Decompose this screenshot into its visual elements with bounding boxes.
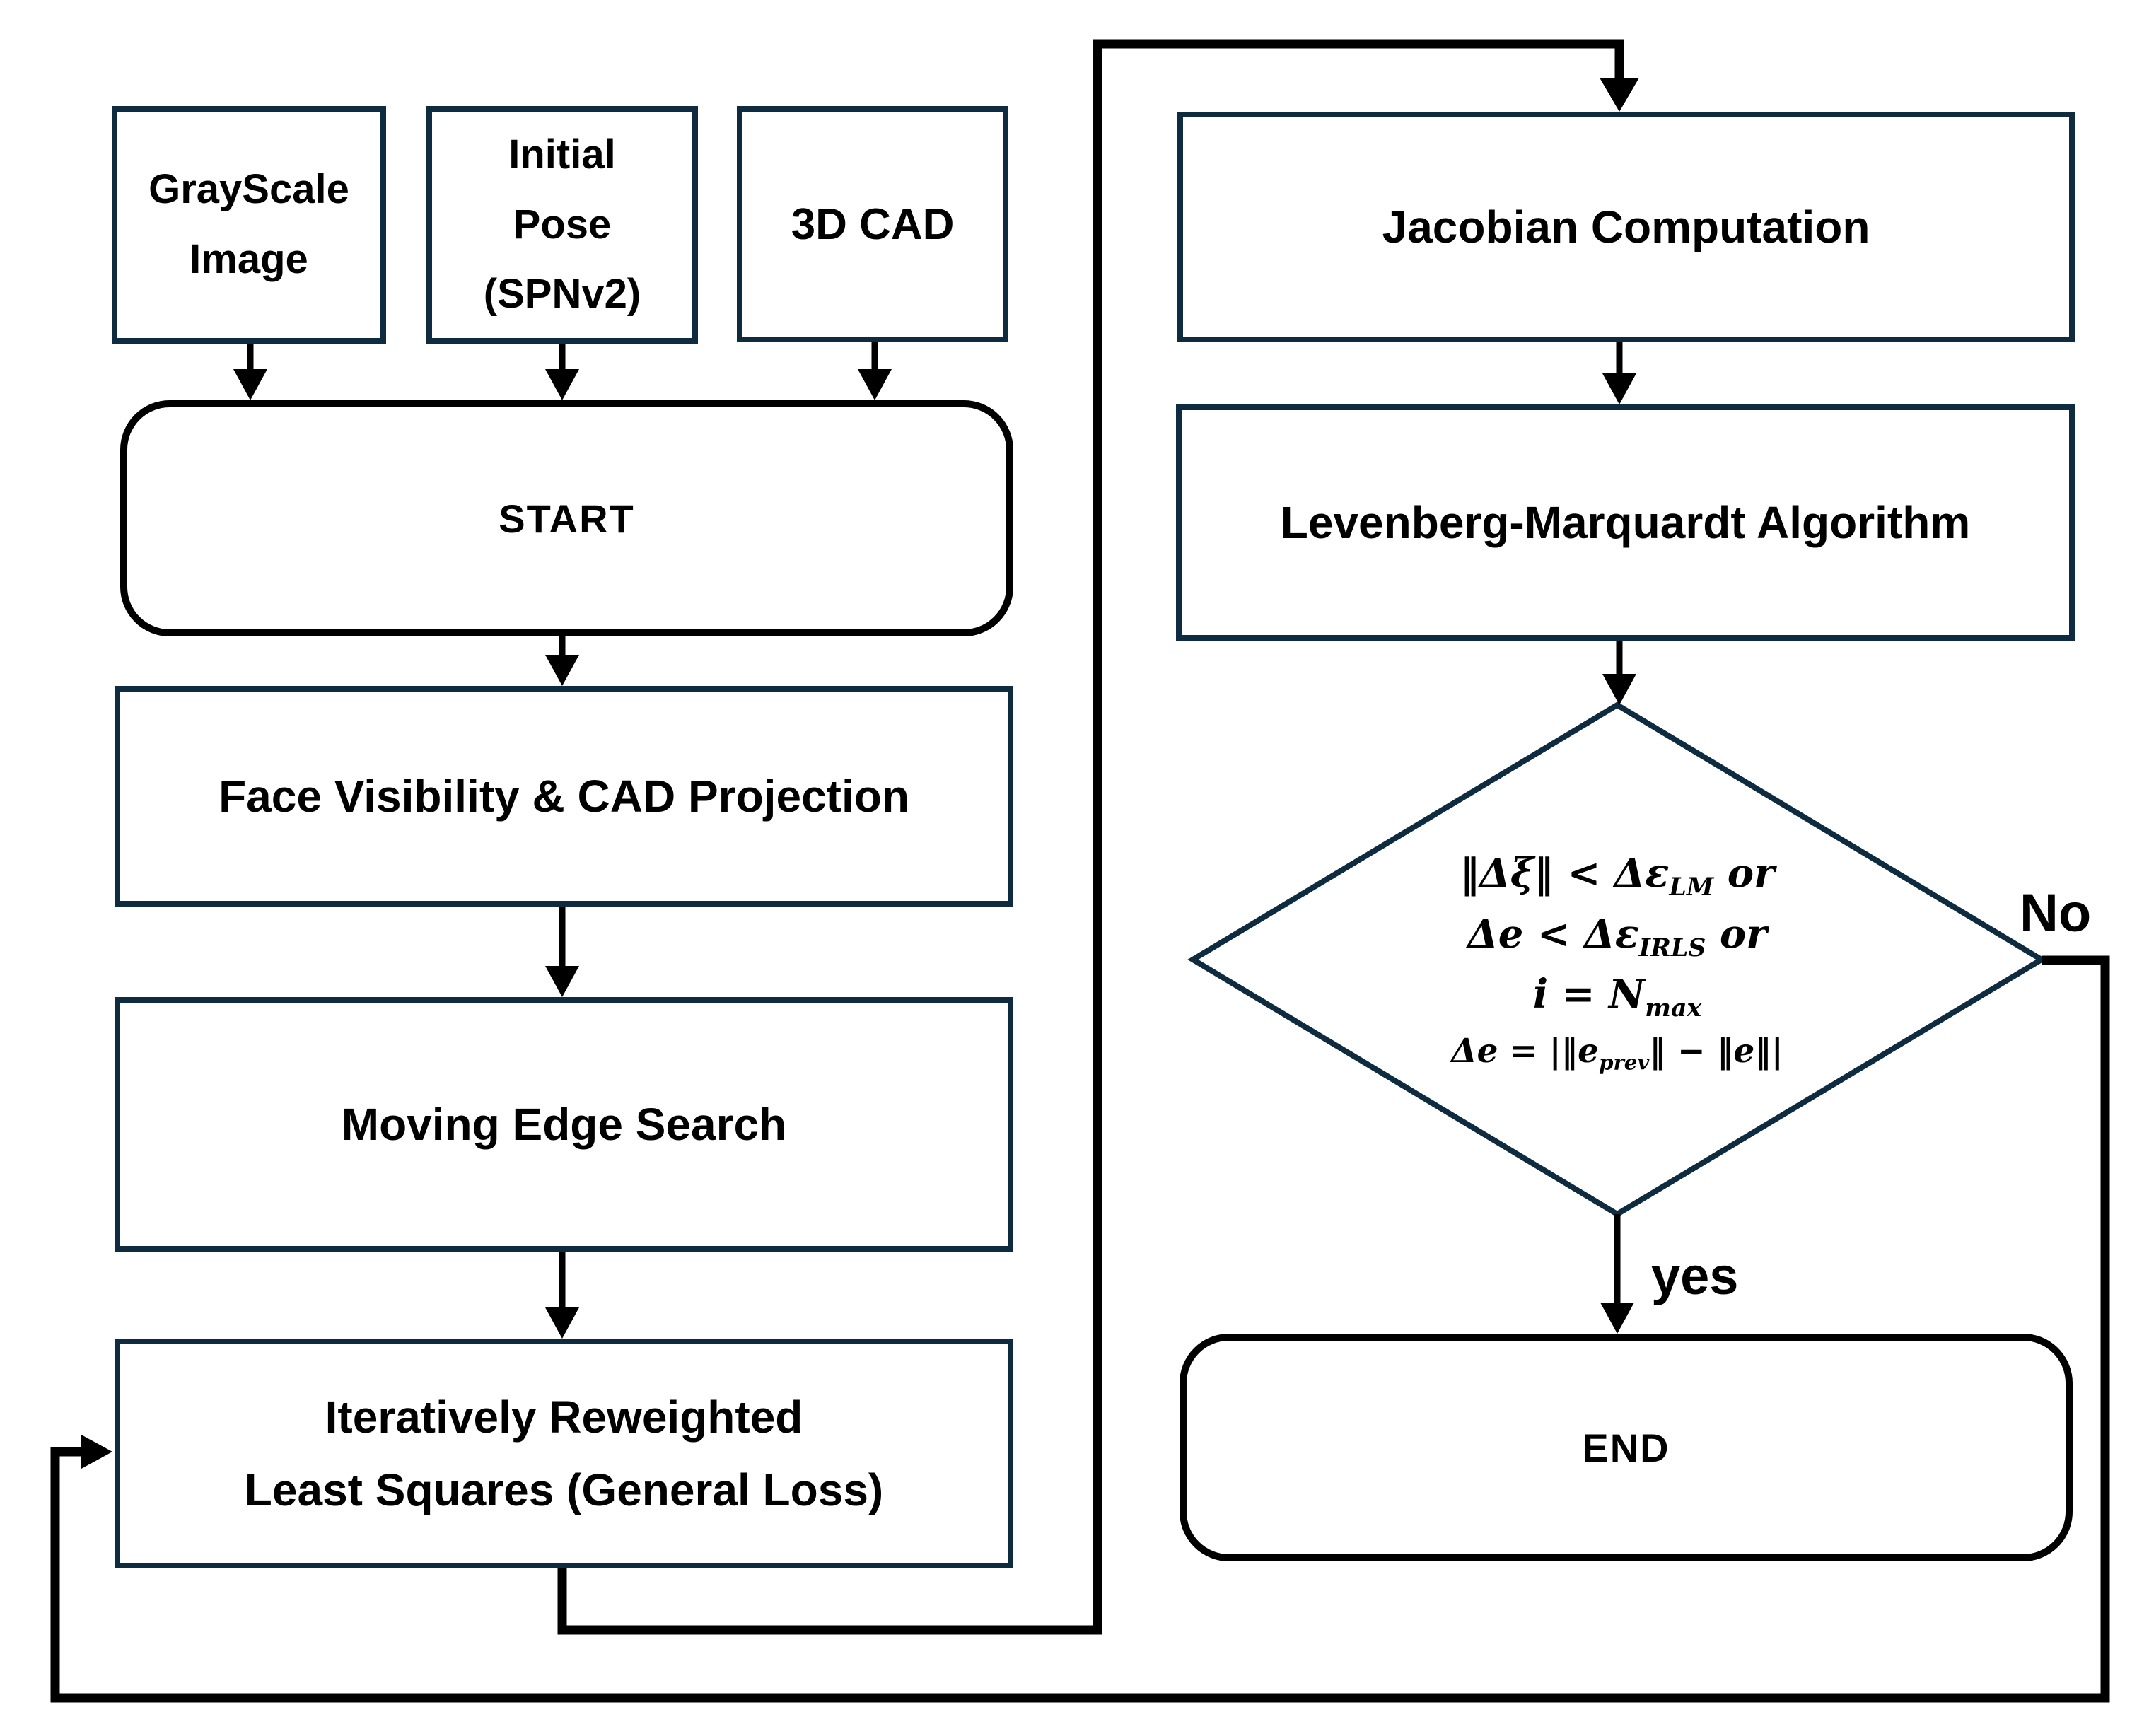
label-line: Least Squares (General Loss) bbox=[244, 1464, 884, 1515]
node-start-label: START bbox=[499, 496, 635, 541]
decision-line-4-pre: Δe = |‖e bbox=[1451, 1031, 1600, 1071]
arrowhead-jacobian-to-lm bbox=[1602, 373, 1636, 404]
node-grayscale-image-label: GrayScale Image bbox=[148, 155, 349, 294]
label-line: GrayScale bbox=[148, 166, 349, 213]
decision-line-1: ‖Δξ‖ < ΔεLM or bbox=[1460, 845, 1774, 906]
edge-label-yes: yes bbox=[1651, 1247, 1739, 1305]
edge-irls-to-jacobian bbox=[557, 39, 1624, 1635]
decision-line-4: Δe = |‖eprev‖ − ‖e‖| bbox=[1451, 1027, 1783, 1078]
arrowhead-irls-to-jacobian bbox=[1600, 78, 1639, 112]
node-face-visibility-label: Face Visibility & CAD Projection bbox=[219, 771, 909, 822]
edge-label-no: No bbox=[2020, 883, 2092, 943]
decision-line-1-sub: LM bbox=[1669, 873, 1714, 902]
node-3d-cad-label: 3D CAD bbox=[791, 199, 955, 249]
label-line: Pose bbox=[513, 201, 612, 247]
decision-line-2: Δe < ΔεIRLS or bbox=[1467, 906, 1766, 967]
decision-line-3-pre: i = N bbox=[1532, 971, 1646, 1018]
arrowhead-decision-yes-to-end bbox=[1600, 1303, 1634, 1334]
node-moving-edge-search-label: Moving Edge Search bbox=[341, 1099, 787, 1150]
arrowhead-face-to-moving bbox=[545, 966, 579, 997]
node-levenberg-marquardt: Levenberg-Marquardt Algorithm bbox=[1176, 404, 2075, 641]
decision-line-3-sub: max bbox=[1645, 994, 1702, 1023]
arrowhead-start-to-face bbox=[545, 655, 579, 686]
node-grayscale-image: GrayScale Image bbox=[112, 106, 386, 344]
arrowhead-moving-to-irls bbox=[545, 1307, 579, 1339]
arrowhead-initialpose-to-start bbox=[545, 369, 579, 400]
node-end: END bbox=[1180, 1334, 2073, 1561]
label-line: Iteratively Reweighted bbox=[325, 1392, 803, 1443]
node-face-visibility: Face Visibility & CAD Projection bbox=[115, 686, 1013, 907]
decision-line-3: i = Nmax bbox=[1533, 966, 1701, 1027]
node-levenberg-marquardt-label: Levenberg-Marquardt Algorithm bbox=[1280, 497, 1971, 548]
node-jacobian-computation-label: Jacobian Computation bbox=[1382, 202, 1870, 252]
node-initial-pose-label: Initial Pose (SPNv2) bbox=[484, 120, 641, 330]
node-jacobian-computation: Jacobian Computation bbox=[1177, 112, 2075, 342]
node-irls-label: Iteratively Reweighted Least Squares (Ge… bbox=[245, 1381, 883, 1526]
edge-decision-no-to-irls bbox=[50, 955, 2110, 1703]
decision-line-2-sub: IRLS bbox=[1638, 933, 1706, 962]
arrowhead-cad-to-start bbox=[858, 369, 892, 400]
node-3d-cad: 3D CAD bbox=[737, 106, 1008, 342]
decision-line-4-sub: prev bbox=[1599, 1050, 1650, 1075]
node-irls: Iteratively Reweighted Least Squares (Ge… bbox=[115, 1339, 1013, 1568]
decision-line-4-post: ‖ − ‖e‖| bbox=[1649, 1031, 1783, 1071]
decision-line-2-post: or bbox=[1706, 910, 1767, 957]
label-line: (SPNv2) bbox=[483, 271, 641, 318]
arrowhead-decision-no-to-irls bbox=[81, 1435, 112, 1469]
node-start: START bbox=[120, 400, 1013, 636]
node-end-label: END bbox=[1582, 1425, 1670, 1470]
decision-line-2-pre: Δe < Δε bbox=[1467, 910, 1639, 957]
label-line: Image bbox=[190, 236, 308, 282]
node-initial-pose: Initial Pose (SPNv2) bbox=[426, 106, 698, 344]
decision-line-1-post: or bbox=[1713, 850, 1775, 897]
node-decision-label: ‖Δξ‖ < ΔεLM or Δe < ΔεIRLS or i = Nmax Δ… bbox=[1264, 735, 1971, 1188]
decision-line-1-pre: ‖Δξ‖ < Δε bbox=[1460, 850, 1670, 897]
node-moving-edge-search: Moving Edge Search bbox=[115, 997, 1013, 1252]
label-line: Initial bbox=[508, 132, 616, 178]
arrowhead-grayscale-to-start bbox=[233, 369, 267, 400]
arrowhead-lm-to-decision bbox=[1602, 674, 1636, 705]
